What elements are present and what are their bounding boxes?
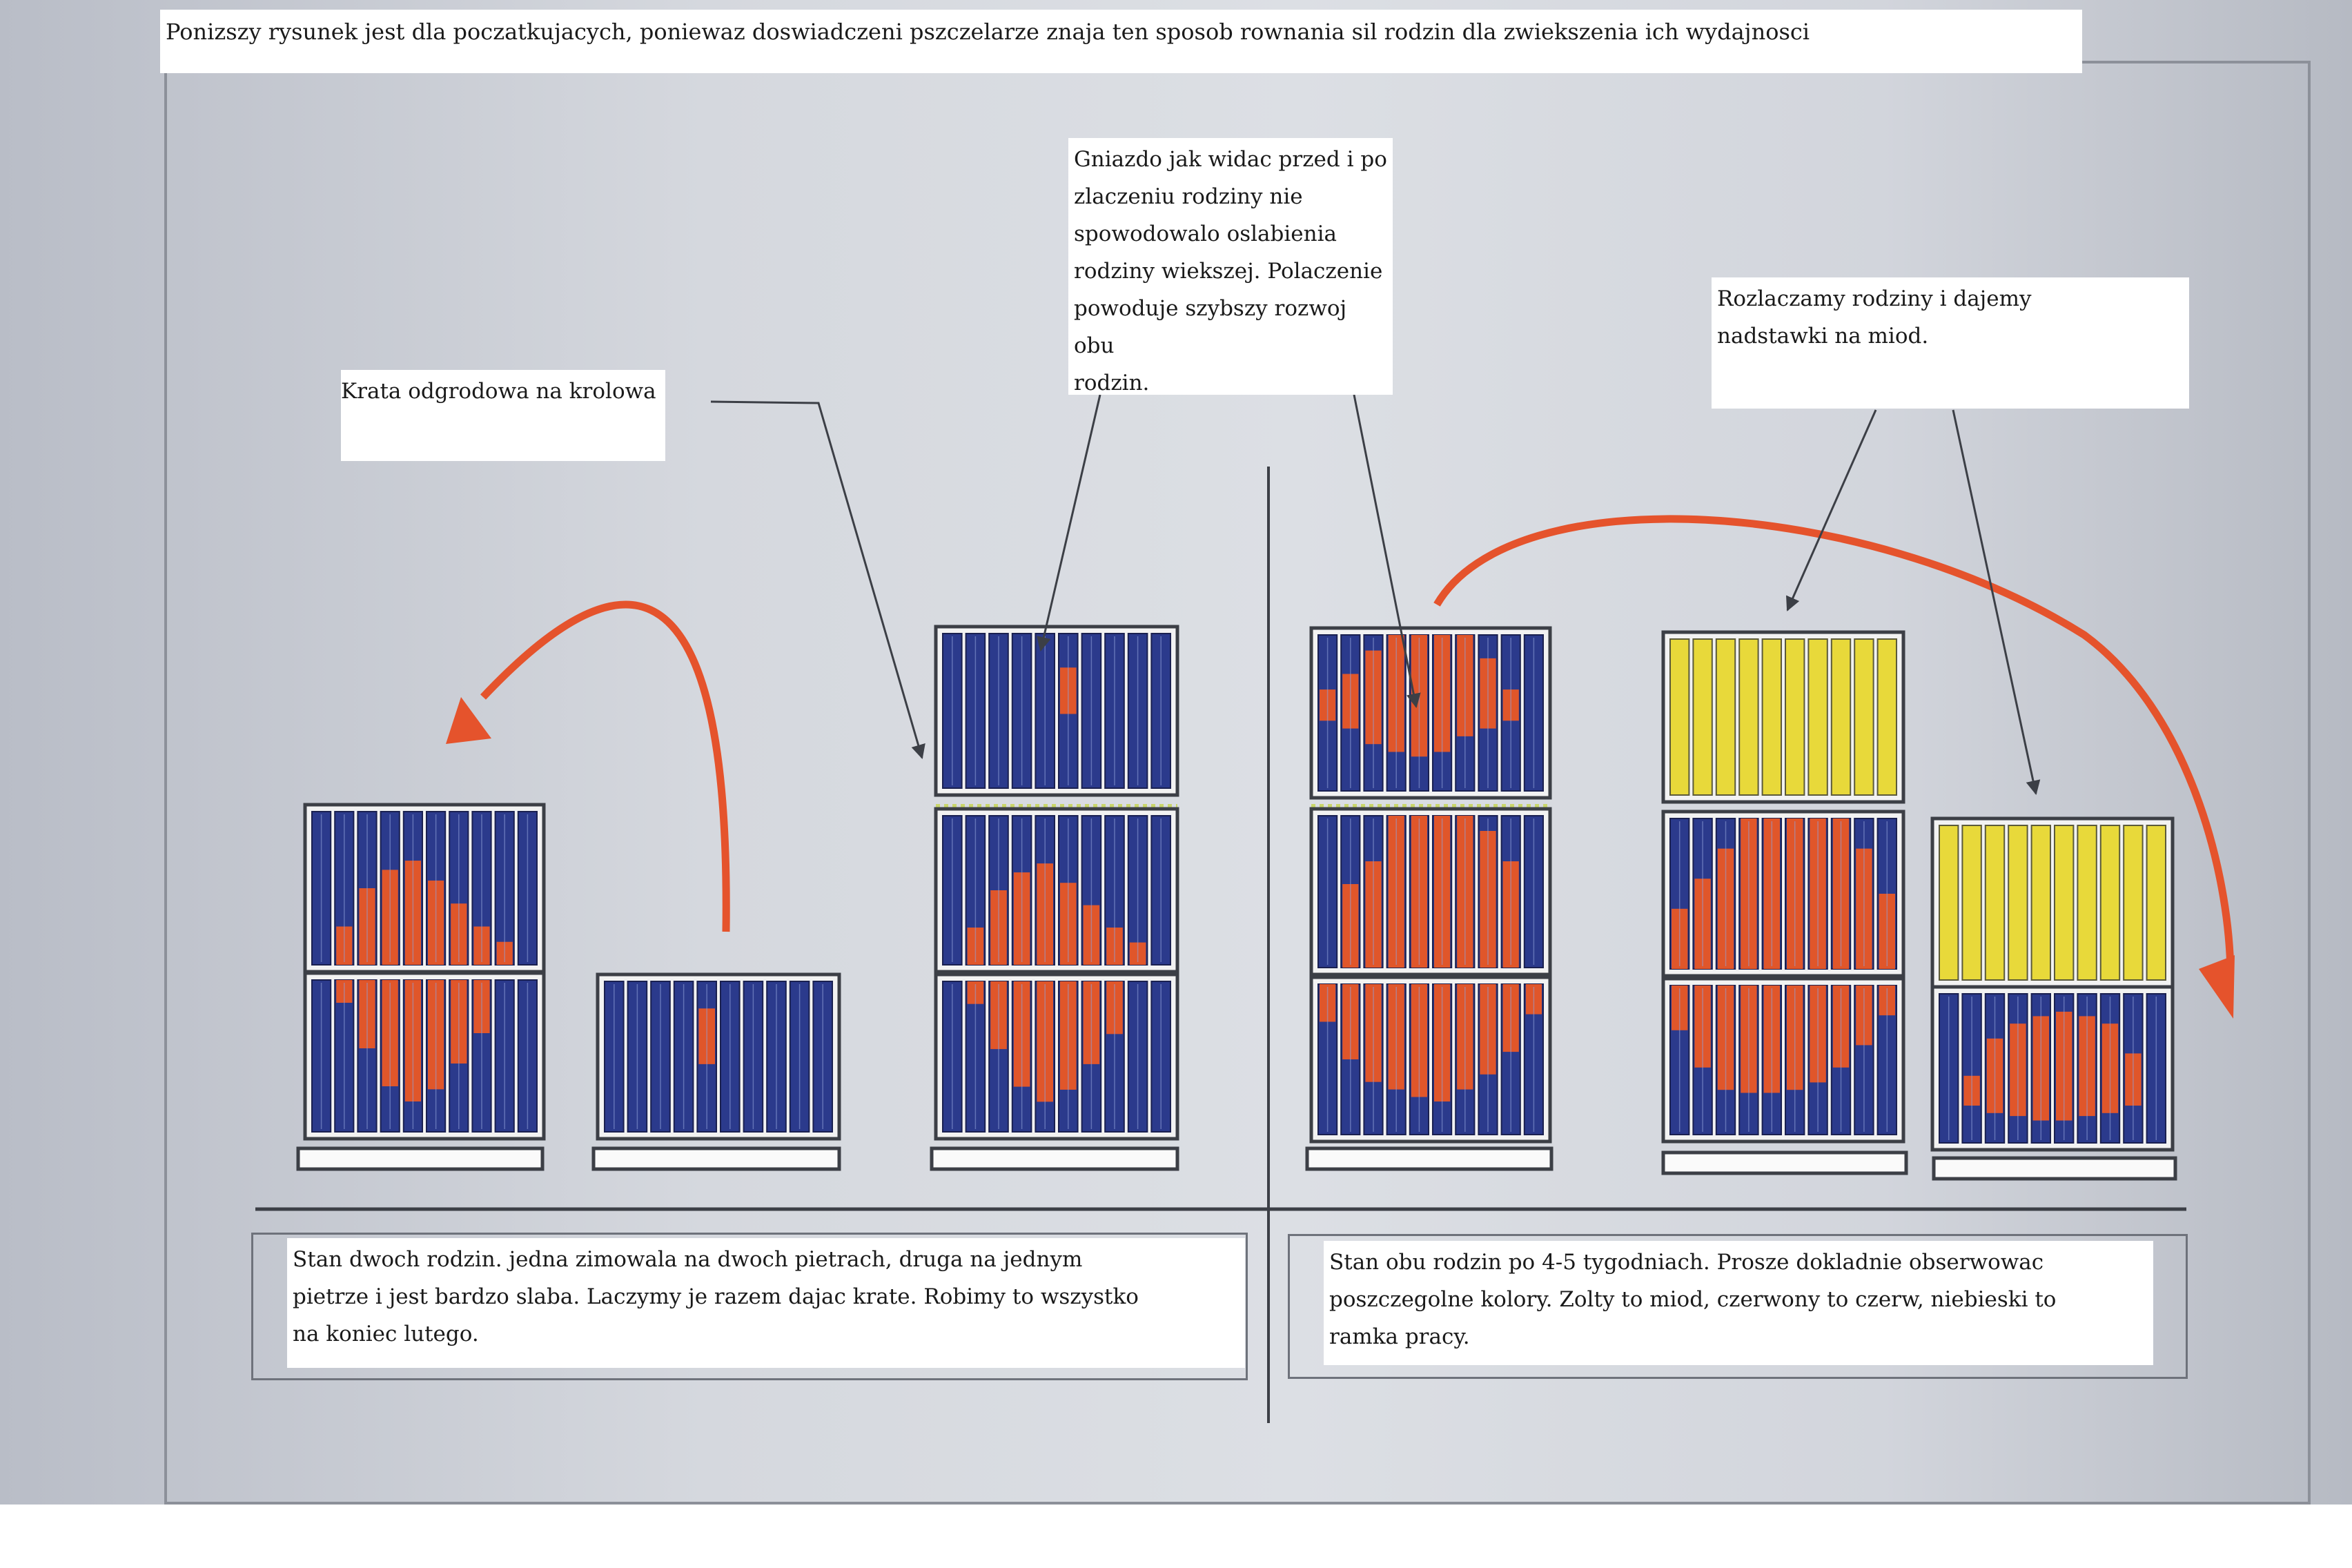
split-pointer-arrow-2 bbox=[1952, 409, 2041, 796]
hive6-honey-super-frame bbox=[2146, 825, 2167, 981]
hive5-honey-super-frame bbox=[1830, 638, 1852, 796]
caption-right-frame bbox=[1288, 1234, 2188, 1379]
caption-left-frame bbox=[251, 1233, 1248, 1380]
hive2-stand bbox=[591, 1146, 841, 1171]
hive4-stand bbox=[1305, 1146, 1554, 1171]
nest-pointer-arrow-1 bbox=[1037, 394, 1101, 652]
hive6-honey-super-frame bbox=[2123, 825, 2144, 981]
hive6-stand bbox=[1932, 1156, 2177, 1181]
hive6-honey-super-frame bbox=[1961, 825, 1982, 981]
hive6-honey-super-frame bbox=[1939, 825, 1959, 981]
hive6-honey-super-frame bbox=[2030, 825, 2052, 981]
header-note: Ponizszy rysunek jest dla poczatkujacych… bbox=[160, 10, 2082, 73]
caption-after-weeks: Stan obu rodzin po 4-5 tygodniach. Prosz… bbox=[1324, 1241, 2153, 1365]
hive5-honey-super-frame bbox=[1854, 638, 1874, 796]
merge-arrow-head bbox=[446, 697, 491, 744]
hive1-stand bbox=[296, 1146, 545, 1171]
hive6-honey-super-frame bbox=[2054, 825, 2075, 981]
queen-excluder-label: Krata odgrodowa na krolowa bbox=[341, 370, 665, 461]
hive5-honey-super-frame bbox=[1876, 638, 1898, 796]
hive5-honey-super-frame bbox=[1761, 638, 1783, 796]
hive5-honey-super-frame bbox=[1738, 638, 1759, 796]
split-pointer-arrow-1 bbox=[1786, 409, 1877, 611]
hive5-stand bbox=[1661, 1150, 1908, 1175]
hive5-honey-super-frame bbox=[1692, 638, 1713, 796]
hive6-honey-super-frame bbox=[1984, 825, 2006, 981]
split-arrow bbox=[1433, 515, 2235, 974]
hive3-stand bbox=[930, 1146, 1179, 1171]
hive5-honey-super-frame bbox=[1669, 638, 1690, 796]
merge-arrow bbox=[480, 600, 730, 932]
hive5-honey-super-frame bbox=[1785, 638, 1805, 796]
nest-pointer-arrow-2 bbox=[1353, 394, 1421, 709]
hive5-honey-super-frame bbox=[1715, 638, 1736, 796]
grid-pointer-arrow bbox=[710, 400, 925, 760]
hive6-honey-super-frame bbox=[2008, 825, 2028, 981]
hive-boxes bbox=[296, 625, 2177, 1181]
brood-nest-label: Gniazdo jak widac przed i po zlaczeniu r… bbox=[1068, 138, 1393, 395]
hive5-honey-super-frame bbox=[1807, 638, 1828, 796]
split-arrow-head bbox=[2199, 955, 2235, 1019]
hive6-honey-super-frame bbox=[2077, 825, 2097, 981]
hive6-honey-super-frame bbox=[2099, 825, 2121, 981]
caption-before-merge: Stan dwoch rodzin. jedna zimowala na dwo… bbox=[287, 1238, 1245, 1368]
split-colonies-label: Rozlaczamy rodziny i dajemy nadstawki na… bbox=[1712, 277, 2189, 409]
